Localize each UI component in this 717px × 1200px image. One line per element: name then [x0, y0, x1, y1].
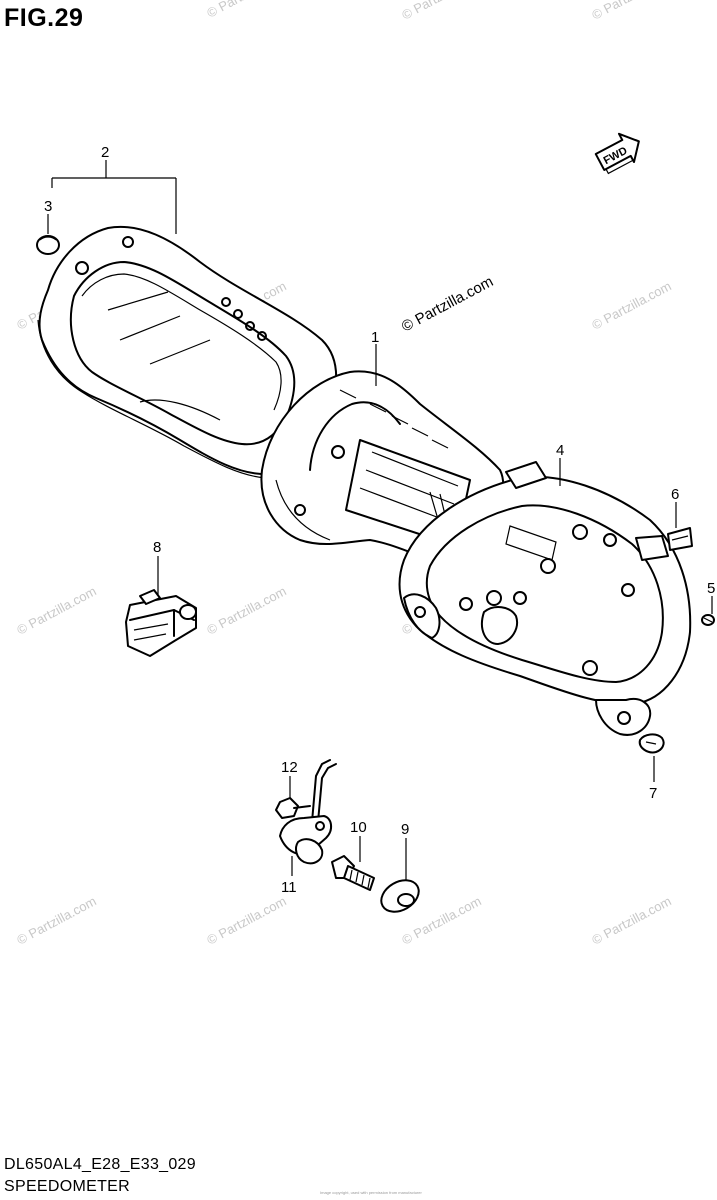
screw: [701, 614, 715, 626]
screw: [638, 733, 665, 754]
leader-lines: [47, 160, 713, 880]
callout-11: 11: [281, 879, 297, 896]
watermark: © Partzilla.com: [14, 583, 98, 637]
callout-9: 9: [401, 821, 409, 838]
bolt: [275, 797, 311, 819]
watermark: © Partzilla.com: [589, 893, 673, 947]
callout-7: 7: [649, 785, 657, 802]
callout-6: 6: [671, 486, 679, 503]
bracket: [279, 759, 337, 865]
footer-note: Image copyright, used with permission fr…: [320, 1190, 422, 1195]
watermark: © Partzilla.com: [589, 0, 673, 23]
meter-case-rear: [398, 461, 692, 736]
watermark: © Partzilla.com: [204, 893, 288, 947]
watermark: © Partzilla.com: [204, 0, 288, 21]
callout-numbers: 1 2 3 4 5 6 7 8 9 10 11 12: [44, 144, 715, 896]
clip: [667, 527, 693, 551]
figure-title: FIG.29: [4, 4, 84, 32]
cushion: [36, 235, 60, 255]
section-name: SPEEDOMETER: [4, 1178, 130, 1195]
callout-5: 5: [707, 580, 715, 597]
watermark: © Partzilla.com: [589, 278, 673, 332]
washer: [380, 879, 420, 913]
callout-4: 4: [556, 442, 564, 459]
callout-1: 1: [371, 329, 379, 346]
model-code: DL650AL4_E28_E33_029: [4, 1156, 196, 1173]
callout-12: 12: [281, 759, 298, 776]
watermark: © Partzilla.com: [14, 893, 98, 947]
fwd-arrow-icon: FWD: [594, 132, 640, 175]
callout-3: 3: [44, 198, 52, 215]
callout-8: 8: [153, 539, 161, 556]
socket: [125, 589, 197, 657]
watermark: © Partzilla.com: [399, 0, 483, 23]
callout-10: 10: [350, 819, 367, 836]
watermark-main: © Partzilla.com: [399, 273, 496, 335]
speedometer-cover: [37, 225, 338, 479]
watermark: © Partzilla.com: [204, 583, 288, 637]
bolt: [331, 855, 375, 891]
callout-2: 2: [101, 144, 109, 161]
